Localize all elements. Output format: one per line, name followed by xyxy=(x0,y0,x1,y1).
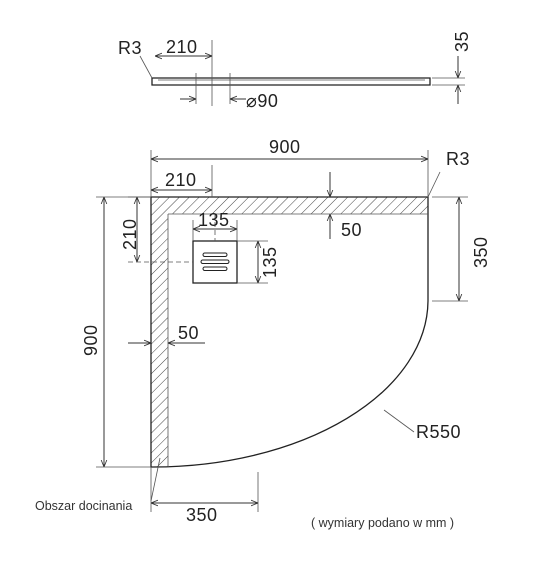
plan-corner-radius-label: R3 xyxy=(446,149,470,169)
side-offset-label: 210 xyxy=(166,37,198,57)
drain xyxy=(192,240,238,284)
plan-drain-height-label: 135 xyxy=(260,246,280,278)
side-drain-diameter-label: ⌀90 xyxy=(246,91,278,111)
plan-trim-left-label: 50 xyxy=(178,323,199,343)
side-r3-label: R3 xyxy=(118,38,142,58)
plan-right-edge-label: 350 xyxy=(471,236,491,268)
plan-drain-width-label: 135 xyxy=(198,210,230,230)
plan-drain-offset-x-label: 210 xyxy=(165,170,197,190)
tray-outline xyxy=(150,196,429,468)
side-view: R3 210 ⌀90 35 xyxy=(118,31,472,111)
plan-arc-radius-label: R550 xyxy=(416,422,461,442)
drain-box xyxy=(192,240,238,284)
trim-area-label: Obszar docinania xyxy=(35,499,132,513)
plan-view: 900 210 R3 50 135 135 210 900 50 xyxy=(35,137,491,530)
plan-drain-offset-y-label: 210 xyxy=(120,218,140,250)
side-r3-leader xyxy=(139,55,153,79)
plan-trim-top-label: 50 xyxy=(341,220,362,240)
side-profile xyxy=(151,77,431,86)
plan-height-label: 900 xyxy=(81,324,101,356)
plan-width-label: 900 xyxy=(269,137,301,157)
side-height-label: 35 xyxy=(452,31,472,52)
plan-bottom-edge-label: 350 xyxy=(186,505,218,525)
units-note: ( wymiary podano w mm ) xyxy=(311,516,454,530)
